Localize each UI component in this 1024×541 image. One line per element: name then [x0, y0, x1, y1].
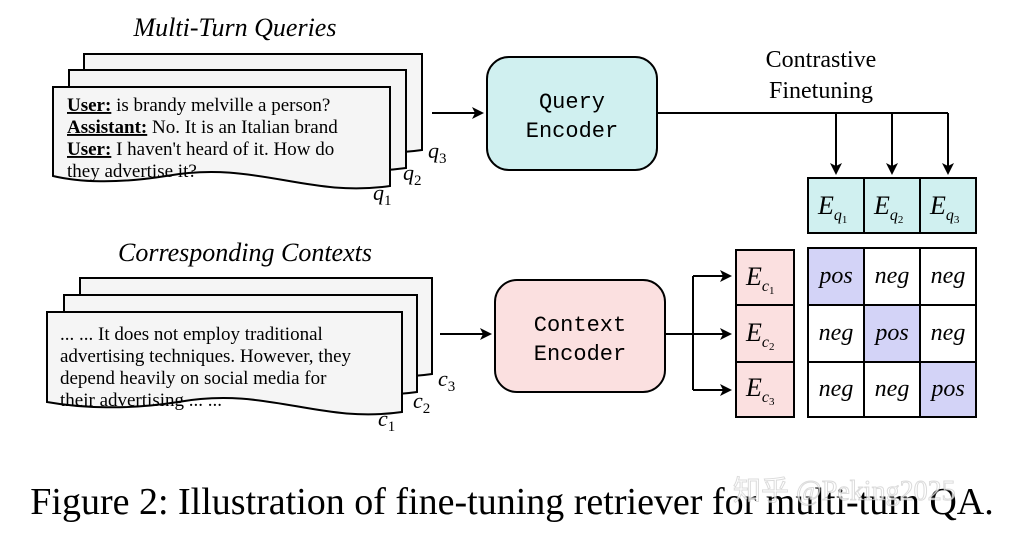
ec3-label: Ec3	[745, 373, 775, 408]
context-encoder-box	[494, 279, 666, 393]
queries-title: Multi-Turn Queries	[133, 13, 337, 42]
matrix-cell-1-1	[863, 304, 921, 363]
ec-column: Ec1 Ec2 Ec3	[735, 249, 795, 418]
context-line-1: ... ... It does not employ traditional	[60, 324, 323, 345]
contrastive-label-2: Finetuning	[769, 78, 873, 104]
matrix-label-2-2: pos	[929, 376, 964, 402]
matrix-label-2-0: neg	[819, 376, 854, 402]
context-line-3: depend heavily on social media for	[60, 368, 327, 389]
ec1-box	[735, 249, 795, 306]
similarity-matrix: pos neg neg neg pos neg neg neg pos	[807, 247, 977, 418]
matrix-label-0-1: neg	[875, 263, 910, 289]
label-q1: q1	[373, 180, 392, 209]
eq1-label: Eq1	[817, 191, 847, 226]
eq3-box	[919, 177, 977, 234]
eq-row: Eq1 Eq2 Eq3	[807, 177, 977, 234]
query-line-3: User: I haven't heard of it. How do	[67, 139, 334, 160]
eq1-box	[807, 177, 865, 234]
ec3-box	[735, 361, 795, 418]
eq2-box	[863, 177, 921, 234]
label-q3: q3	[428, 138, 447, 167]
contrastive-label-1: Contrastive	[766, 47, 877, 73]
context-encoder-label-2: Encoder	[534, 342, 626, 367]
query-doc-stack	[52, 53, 423, 190]
figure-caption: Figure 2: Illustration of fine-tuning re…	[30, 481, 994, 523]
matrix-label-1-2: neg	[931, 320, 966, 346]
ec2-label: Ec2	[745, 318, 775, 353]
matrix-cell-0-1	[863, 247, 921, 306]
label-c1: c1	[378, 406, 395, 435]
context-line-2: advertising techniques. However, they	[60, 346, 352, 367]
eq2-label: Eq2	[873, 191, 903, 226]
query-line-2: Assistant: No. It is an Italian brand	[67, 117, 338, 138]
context-encoder-label-1: Context	[534, 313, 626, 338]
matrix-cell-2-1	[863, 361, 921, 418]
label-q2: q2	[403, 160, 422, 189]
context-line-4: their advertising ... ...	[60, 390, 222, 411]
context-doc-stack	[46, 277, 433, 416]
matrix-label-0-2: neg	[931, 263, 966, 289]
ec1-label: Ec1	[745, 262, 775, 297]
query-encoder-label-1: Query	[539, 90, 605, 115]
label-c2: c2	[413, 388, 430, 417]
matrix-label-2-1: neg	[875, 376, 910, 402]
ec2-box	[735, 304, 795, 363]
watermark: 知乎 @Peking2025	[733, 475, 956, 507]
matrix-cell-2-2	[919, 361, 977, 418]
eq3-label: Eq3	[929, 191, 960, 226]
query-doc-q1	[52, 86, 391, 190]
matrix-label-1-0: neg	[819, 320, 854, 346]
contexts-title: Corresponding Contexts	[118, 238, 372, 267]
query-line-4: they advertise it?	[67, 161, 197, 182]
query-encoder-label-2: Encoder	[526, 119, 618, 144]
label-c3: c3	[438, 366, 455, 395]
context-doc-c1	[46, 311, 403, 416]
matrix-cell-0-2	[919, 247, 977, 306]
query-line-1: User: is brandy melville a person?	[67, 95, 330, 116]
matrix-cell-1-2	[919, 304, 977, 363]
matrix-cell-2-0	[807, 361, 865, 418]
matrix-label-1-1: pos	[873, 320, 908, 346]
matrix-label-0-0: pos	[817, 263, 852, 289]
